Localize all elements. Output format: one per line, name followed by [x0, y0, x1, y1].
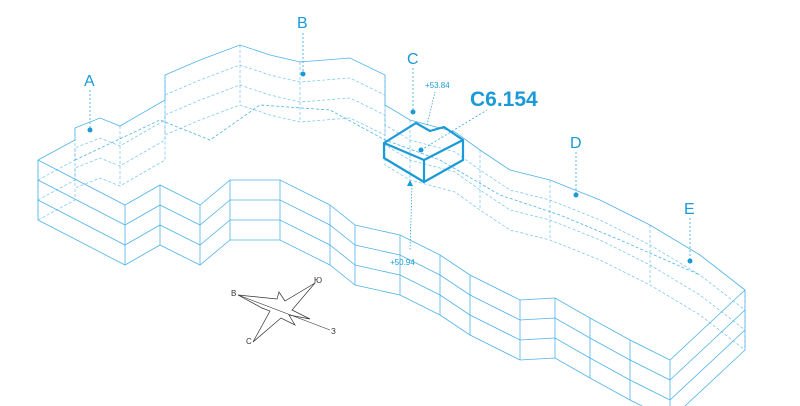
elevation-bottom: +50.94 — [390, 258, 415, 267]
wireframe-line — [37, 64, 746, 311]
compass-star-icon — [237, 282, 316, 343]
section-e-marker: E — [684, 201, 695, 264]
section-label-e: E — [684, 201, 695, 218]
unit-label: С6.154 — [470, 88, 538, 111]
highlighted-unit — [382, 91, 488, 251]
section-b-marker: B — [297, 15, 308, 77]
wireframe-line — [37, 84, 746, 331]
compass-rose: В Ю З С — [231, 276, 336, 346]
wireframe-line — [37, 179, 746, 381]
section-label-a: A — [84, 73, 95, 90]
building-wireframe — [37, 44, 746, 406]
section-label-b: B — [297, 15, 308, 32]
section-d-marker: D — [570, 135, 582, 198]
wireframe-line — [37, 104, 746, 351]
section-label-d: D — [570, 135, 582, 152]
compass-south: Ю — [314, 276, 322, 285]
wireframe-line — [37, 44, 746, 291]
wireframe-line — [74, 104, 701, 276]
compass-north: С — [246, 337, 252, 346]
wireframe-line — [37, 219, 746, 406]
compass-west: З — [331, 327, 336, 336]
elevation-top: +53.84 — [425, 81, 450, 90]
section-c-marker: C — [407, 51, 419, 115]
section-label-c: C — [407, 51, 419, 68]
compass-east: В — [231, 289, 236, 298]
section-a-marker: A — [84, 73, 95, 133]
wireframe-line — [37, 199, 746, 401]
